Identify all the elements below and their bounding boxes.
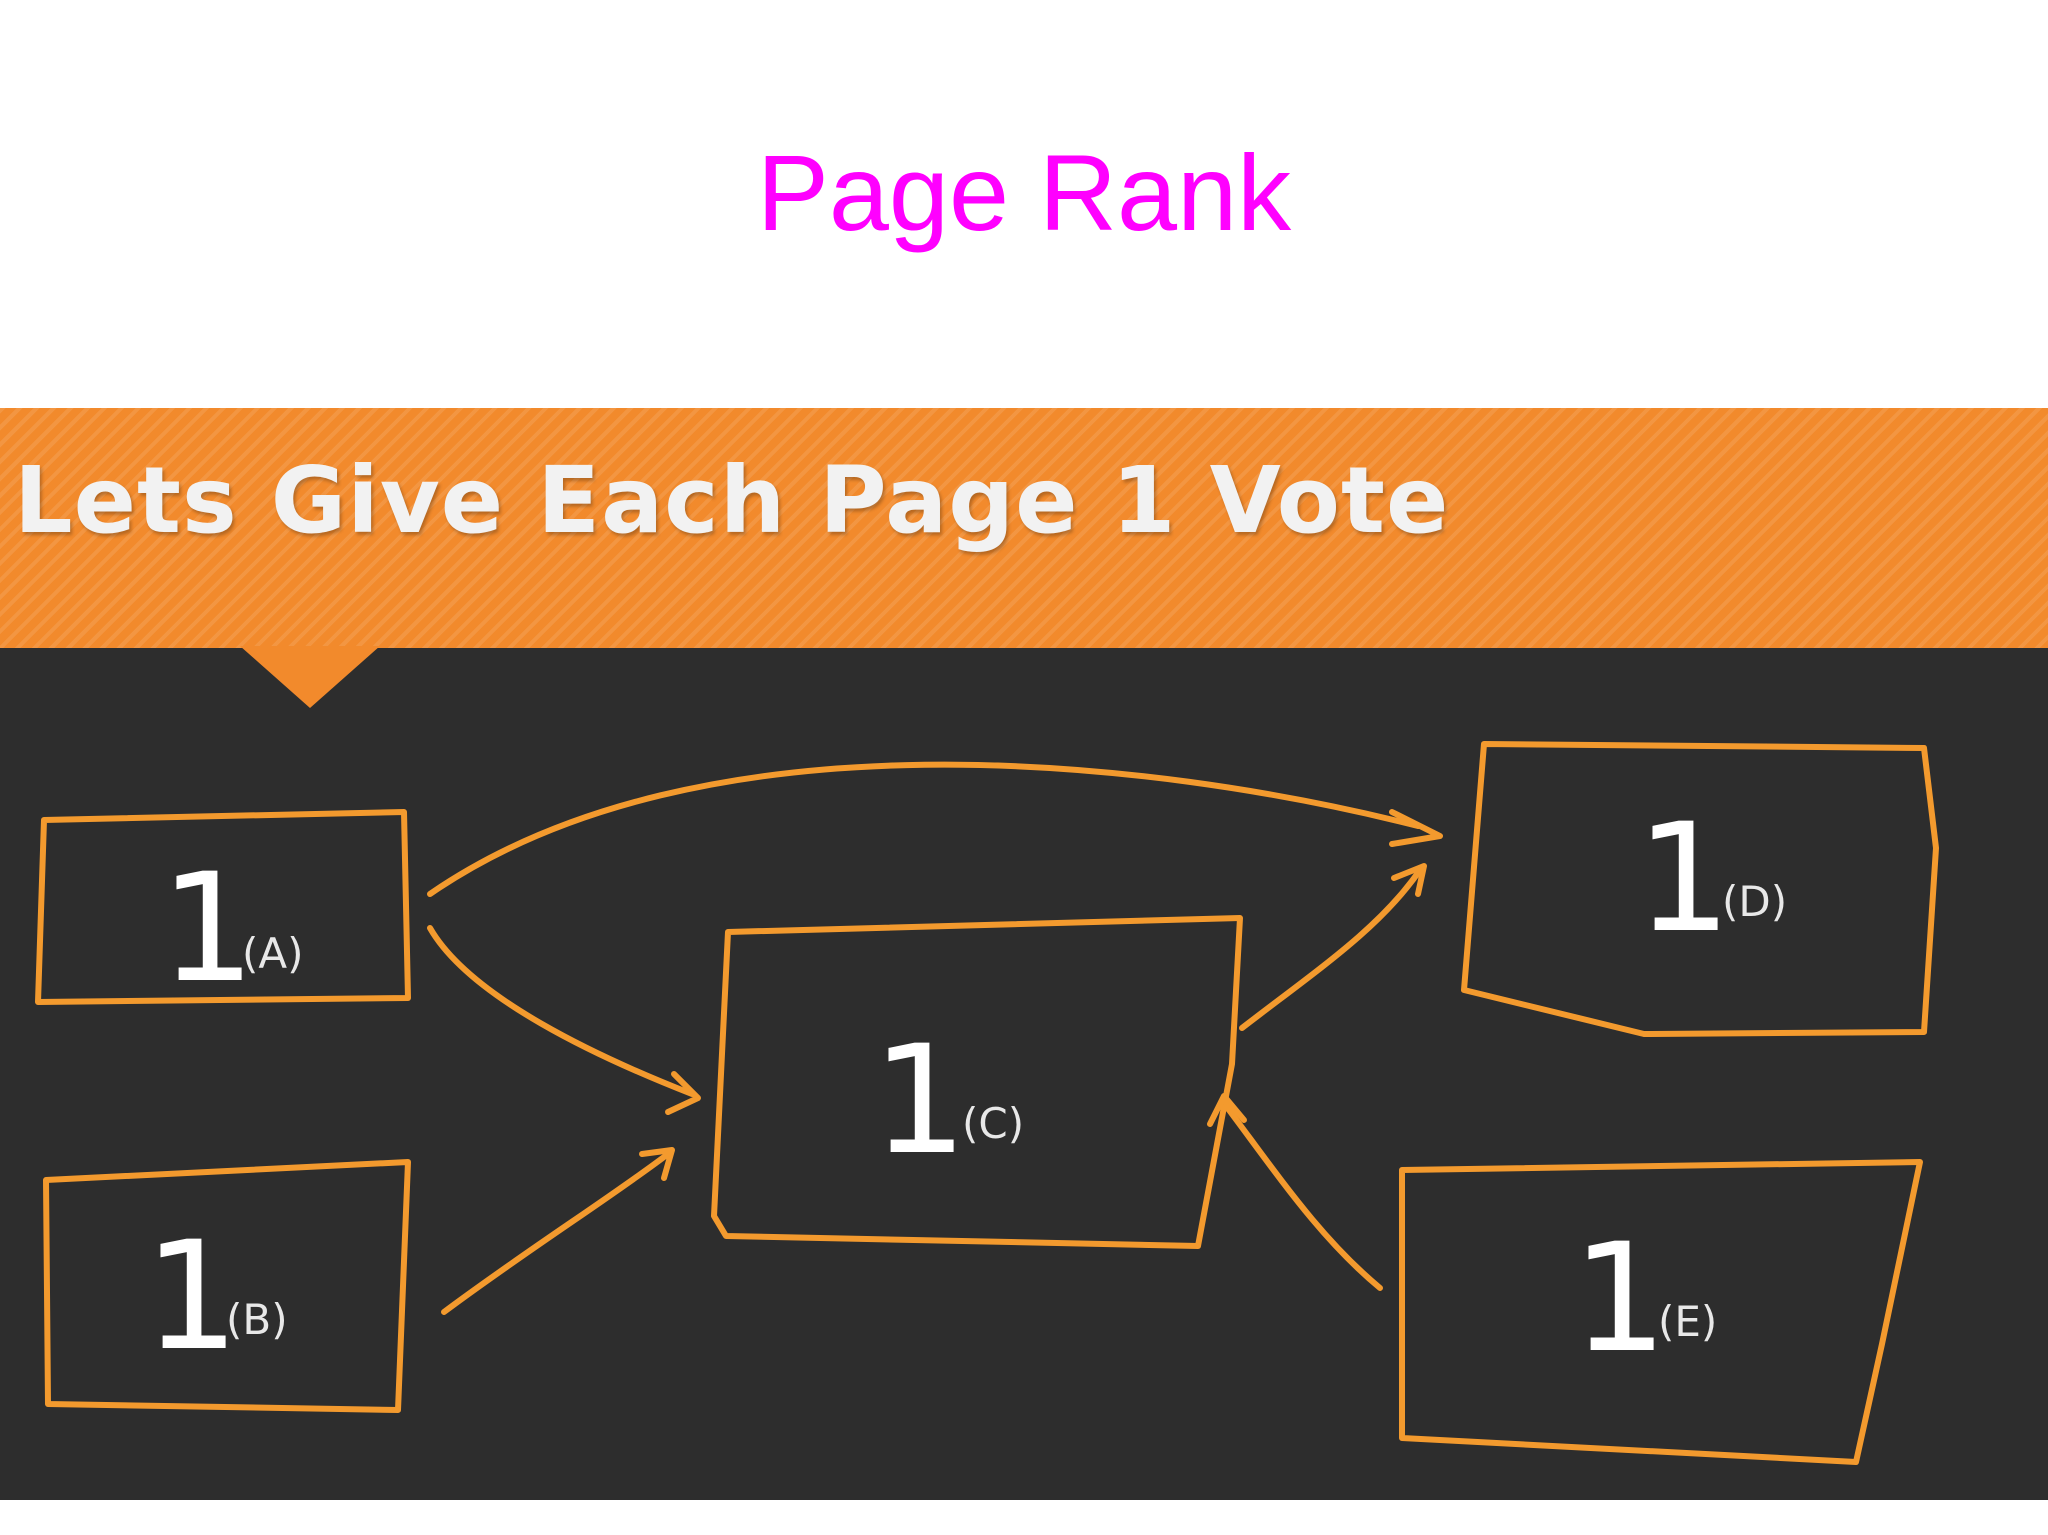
node-b-value: 1 [144,1210,239,1384]
edge-b-to-c [441,1151,671,1315]
node-a-box [35,809,411,1005]
banner-pointer [240,646,380,708]
node-e-box [1399,1159,1923,1465]
node-a-value: 1 [160,842,255,1016]
edge-a-to-d [427,761,1421,897]
node-d-box [1461,741,1939,1037]
diagram-panel: Lets Give Each Page 1 Vote [0,408,2048,1500]
edge-a-to-c [427,925,695,1097]
link-diagram: 1 (A) 1 (B) 1 (C) 1 (D) 1 (E) [35,741,1939,1465]
header-banner: Lets Give Each Page 1 Vote [0,408,2048,648]
edge-c-to-d [1239,867,1423,1031]
node-b-box [43,1159,411,1413]
arrowhead-e-to-c [1207,1093,1247,1127]
node-e-label: (E) [1658,1297,1717,1346]
node-c-value: 1 [872,1014,967,1188]
page-title: Page Rank [756,132,1292,253]
node-d-value: 1 [1636,792,1731,966]
node-e-value: 1 [1572,1212,1667,1386]
node-c-box [711,915,1243,1249]
node-c-label: (C) [962,1099,1024,1148]
node-a-label: (A) [242,929,304,978]
node-b-label: (B) [226,1295,288,1344]
arrowhead-c-to-d [1391,863,1427,897]
banner-heading: Lets Give Each Page 1 Vote [14,447,1450,554]
arrowhead-b-to-c [639,1147,675,1181]
arrowhead-a-to-c [665,1071,701,1115]
arrowhead-a-to-d [1389,809,1443,847]
node-d-label: (D) [1722,877,1787,926]
edge-e-to-c [1223,1103,1383,1291]
